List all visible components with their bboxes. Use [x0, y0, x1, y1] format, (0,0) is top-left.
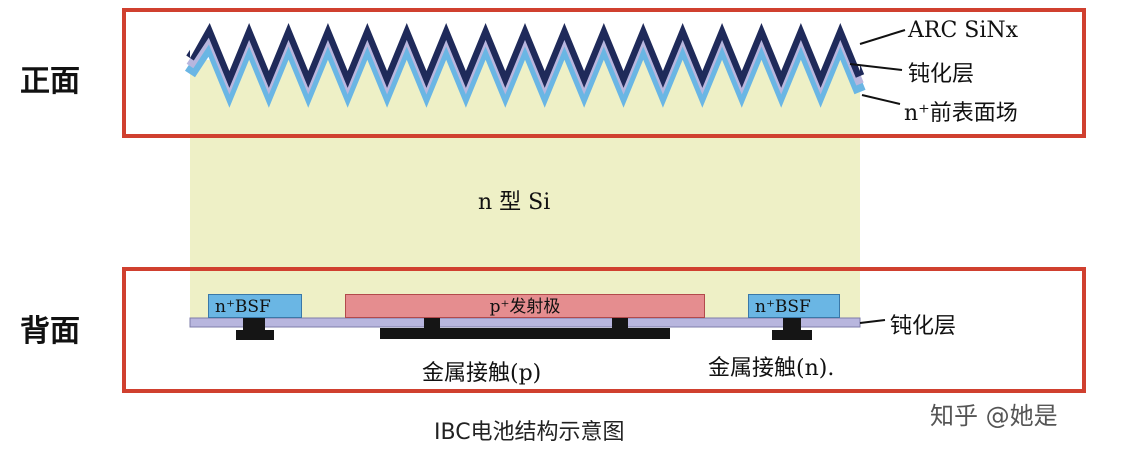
p-emitter-region: p⁺发射极 [345, 294, 705, 318]
arc-sinx-layer [186, 16, 865, 88]
leader-line-fsf [861, 94, 901, 105]
leader-line-arc [859, 29, 906, 45]
front-passivation-annotation: 钝化层 [908, 62, 975, 87]
metal-contact-n-right-pad [772, 330, 812, 340]
leader-line-front-passivation [849, 63, 903, 71]
metal-contact-p-stem-right [612, 318, 628, 330]
metal-contact-n-left-pad [236, 330, 274, 340]
metal-contact-n-right-stem [783, 318, 801, 332]
front-surface-field-annotation: n⁺前表面场 [904, 101, 1018, 126]
metal-contact-n-left-stem [243, 318, 265, 332]
figure-caption: IBC电池结构示意图 [434, 420, 625, 445]
front-side-frame [122, 8, 1086, 138]
bsf-right-region: n⁺BSF [748, 294, 840, 318]
n-type-silicon-bulk [190, 60, 860, 322]
metal-contact-p-bar [380, 328, 670, 339]
back-side-frame [122, 267, 1086, 393]
leader-line-back-passivation [859, 319, 886, 324]
source-watermark: 知乎 @她是 [930, 402, 1058, 430]
arc-sinx-annotation: ARC SiNx [908, 18, 1019, 43]
metal-contact-p-stem-left [424, 318, 440, 330]
bsf-left-region: n⁺BSF [208, 294, 302, 318]
bulk-silicon-label: n 型 Si [478, 190, 551, 215]
metal-contact-p-label: 金属接触(p) [422, 361, 542, 386]
front-side-label: 正面 [20, 64, 80, 99]
back-side-label: 背面 [20, 314, 80, 349]
front-surface-top [190, 0, 860, 71]
metal-contact-n-label: 金属接触(n). [708, 356, 835, 381]
back-passivation-annotation: 钝化层 [890, 314, 957, 339]
